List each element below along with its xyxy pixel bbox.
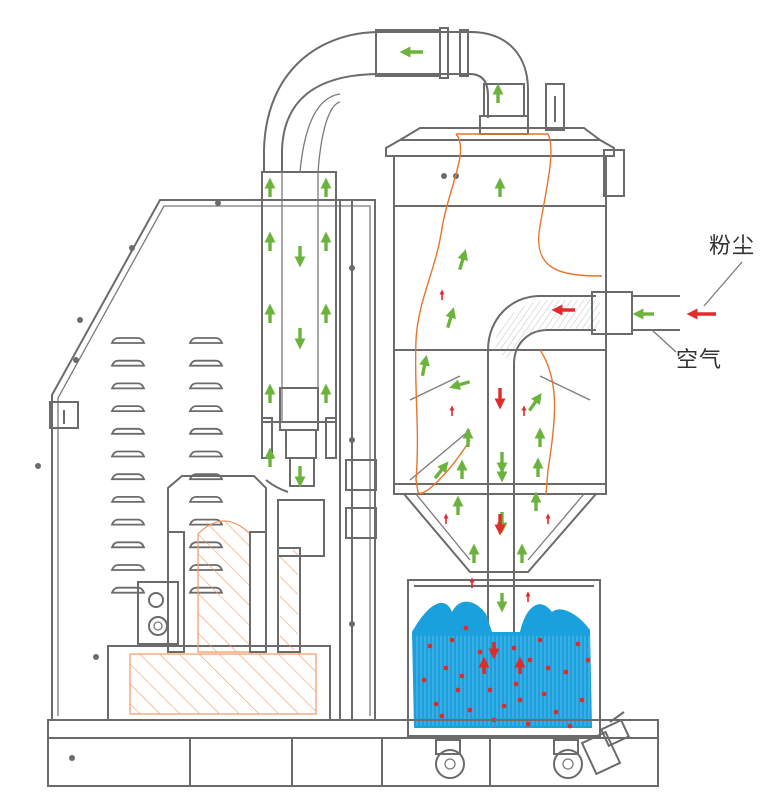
dust-particle [513, 681, 519, 687]
dust-particle [517, 697, 523, 703]
dust-particle [585, 657, 591, 663]
dust-particle [541, 691, 547, 697]
air-flow-arrow-icon [445, 307, 456, 329]
pressure-gauge [545, 83, 565, 131]
dust-particle [455, 687, 461, 693]
vent-slot [188, 427, 224, 435]
dust-particle [579, 697, 585, 703]
drain-valve-icon [580, 711, 631, 776]
vent-slot [110, 359, 146, 367]
dust-particle [463, 625, 469, 631]
dust-flow-arrows [439, 289, 716, 674]
air-flow-arrows [264, 46, 654, 613]
dust-particle [467, 707, 473, 713]
vent-slot [110, 518, 146, 526]
dust-label: 粉尘 [709, 234, 756, 259]
vent-slot [110, 337, 146, 344]
inlet-collar [591, 291, 633, 335]
dust-particle [501, 703, 507, 709]
control-box [137, 581, 179, 645]
cabinet-latch [49, 401, 79, 429]
dust-particle [525, 721, 531, 727]
base [47, 719, 659, 787]
air-label: 空气 [676, 348, 723, 373]
dust-particle [427, 643, 433, 649]
inner-vertical-pipe [261, 171, 377, 721]
vent-slot [110, 564, 146, 571]
vent-slot [188, 496, 224, 503]
air-flow-arrow-icon [449, 379, 471, 390]
collector-body [385, 83, 625, 573]
vent-slot [110, 541, 146, 549]
vent-slot [188, 450, 224, 458]
dust-particle [421, 677, 427, 683]
vent-slot [110, 496, 146, 503]
air-flow-arrow-icon [457, 249, 468, 271]
vent-slot [110, 450, 146, 458]
dust-particle [511, 645, 517, 651]
dust-callout [703, 261, 743, 307]
top-duct [263, 27, 529, 173]
vent-slot [188, 337, 224, 344]
dust-particles [421, 625, 591, 729]
dust-particle [575, 641, 581, 647]
dust-particle [443, 665, 449, 671]
dust-particle [567, 723, 573, 729]
vent-slot [110, 427, 146, 435]
air-flow-arrow-icon [419, 354, 430, 377]
dust-particle [477, 649, 483, 655]
dust-particle [459, 673, 465, 679]
caster-wheel-icon [435, 739, 465, 779]
dust-particle [433, 701, 439, 707]
dust-particle [439, 713, 445, 719]
vent-slot [110, 382, 146, 390]
dust-particle [545, 665, 551, 671]
dust-particle [537, 637, 543, 643]
exhaust-port [479, 115, 529, 135]
dust-particle [487, 687, 493, 693]
vent-slot [110, 586, 146, 594]
air-leader-line [651, 329, 677, 353]
vent-slot [110, 405, 146, 412]
inlet-pipe [487, 291, 680, 640]
filter-bag [414, 133, 603, 495]
dust-particle [527, 657, 533, 663]
caster-wheel-icon [553, 739, 583, 779]
water-tank [407, 579, 601, 737]
vent-slot [110, 473, 146, 481]
air-flow-arrow-icon [433, 461, 449, 480]
dust-particle [449, 637, 455, 643]
dust-particle [563, 669, 569, 675]
vent-slot [188, 405, 224, 412]
air-flow-arrow-icon [528, 392, 542, 412]
dust-particle [553, 709, 559, 715]
vent-slot [188, 382, 224, 390]
motor-housing [107, 475, 331, 721]
vent-slot [188, 359, 224, 367]
